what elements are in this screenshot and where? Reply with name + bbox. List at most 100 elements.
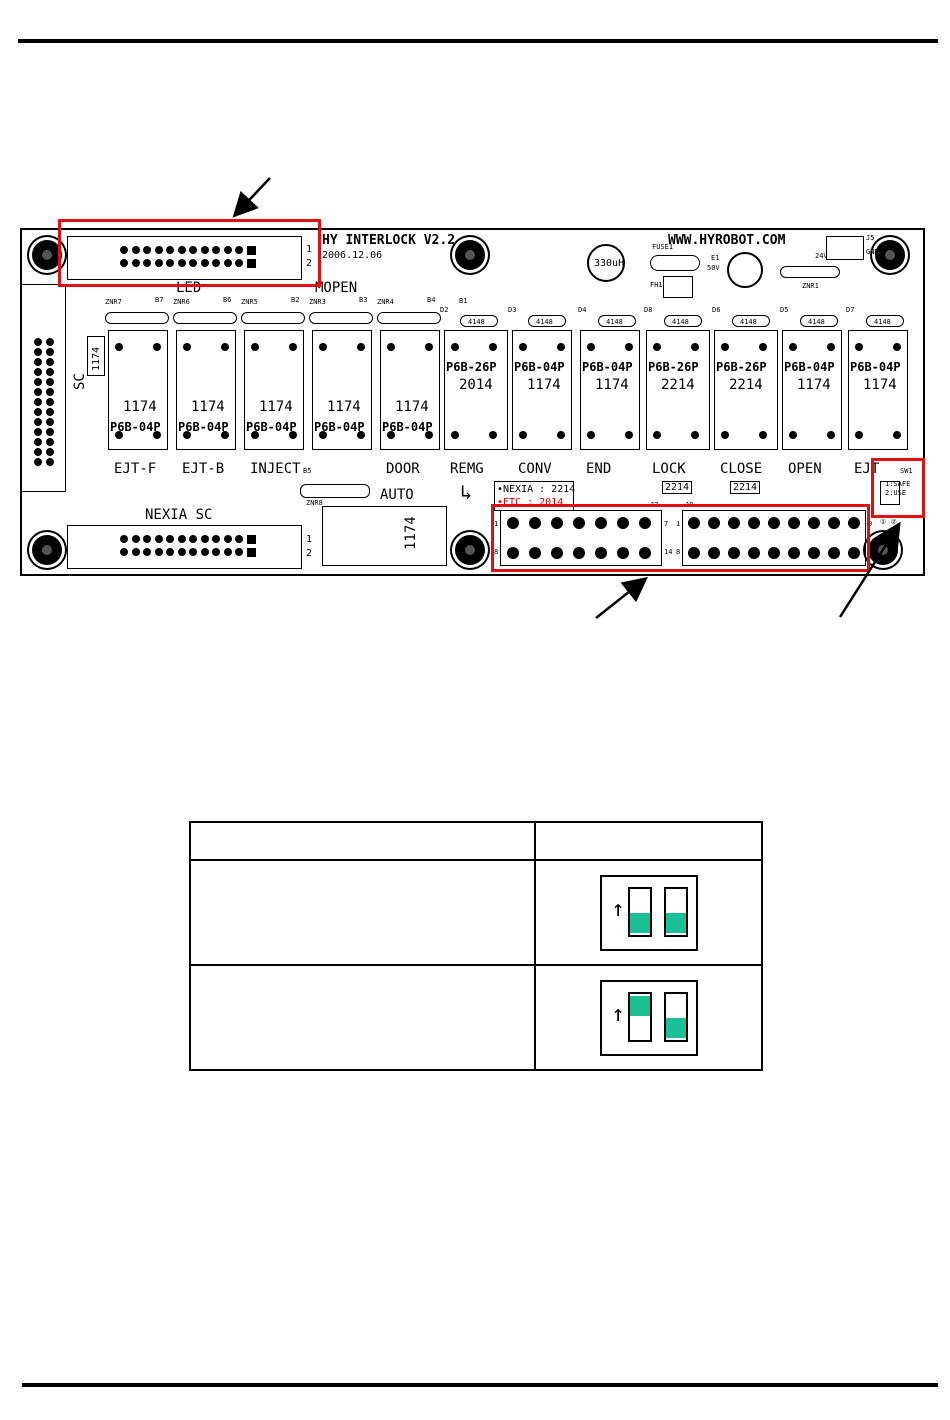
highlight-led-connector (58, 219, 321, 287)
relay-pin (625, 431, 633, 439)
sc-pin (46, 398, 54, 406)
relay-pin (759, 431, 767, 439)
arrow-to-terminal-blocks (595, 576, 648, 619)
terminal-pin (688, 517, 700, 529)
header-pin (120, 246, 128, 254)
table-cell-switch: ↑ (534, 964, 763, 1071)
terminal-pin (848, 517, 860, 529)
header-pin (246, 548, 256, 557)
relay-pin (489, 343, 497, 351)
arrow-up-icon: ↑ (611, 1001, 625, 1027)
diode (732, 315, 770, 327)
cap-label: B7 (155, 296, 164, 304)
header-pin (166, 548, 174, 556)
znr8 (300, 484, 370, 498)
terminal-pin (507, 517, 519, 529)
relay-label: CLOSE (720, 461, 763, 477)
header-pin (189, 246, 197, 254)
fuse-holder (663, 276, 693, 298)
relay-pin (153, 343, 161, 351)
znr1-label: ZNR1 (802, 282, 819, 290)
relay-pin (653, 431, 661, 439)
header-pin (143, 246, 151, 254)
relay-pin (183, 431, 191, 439)
terminal-pin (573, 547, 585, 559)
dip-knob (629, 912, 650, 933)
header-pin (223, 259, 232, 267)
relay-value: 1174 (191, 399, 225, 415)
terminal-pin (529, 547, 541, 559)
diode (598, 315, 636, 327)
relay-pin (691, 431, 699, 439)
sc-pin (34, 338, 42, 346)
header-pin (235, 259, 243, 267)
sc-pin (46, 428, 54, 436)
dip-knob (665, 1017, 686, 1038)
bottom-rule (22, 1383, 938, 1387)
relay-value: 1174 (863, 377, 897, 393)
terminal-pin (639, 517, 651, 529)
zener (309, 312, 373, 324)
diode (528, 315, 566, 327)
zener (173, 312, 237, 324)
relay-pin (893, 431, 901, 439)
sc-pin (46, 438, 54, 446)
relay-pin (153, 431, 161, 439)
sw1-safe: 1:SAFE (885, 480, 911, 488)
terminal-pin (748, 517, 760, 529)
zener-label: ZNR6 (173, 298, 190, 306)
relay-pin (721, 343, 729, 351)
header-pin (246, 535, 256, 544)
diode-value: 4148 (740, 318, 757, 326)
relay-value: 2214 (729, 377, 763, 393)
j2-pin2: 2 (306, 258, 313, 269)
header-pin (131, 259, 140, 267)
arrow-up-icon: ↑ (611, 896, 625, 922)
relay-value: 1174 (123, 399, 157, 415)
header-pin (200, 535, 209, 543)
relay-pin (519, 343, 527, 351)
terminal-pin (595, 517, 607, 529)
dip-knob (629, 995, 650, 1016)
relay-label: OPEN (788, 461, 822, 477)
etc-note: •ETC : 2014 (497, 497, 564, 508)
fuse (650, 255, 700, 271)
terminal-pin (529, 517, 541, 529)
capacitor-label: E1 (711, 254, 720, 262)
dip-slot-1 (627, 886, 652, 937)
relay-socket: P6B-04P (784, 360, 835, 374)
sc-pin (34, 428, 42, 436)
diode-label: D5 (780, 306, 789, 314)
header-pin (131, 548, 140, 556)
header-pin (154, 246, 163, 254)
relay-pin (789, 343, 797, 351)
header-pin (143, 548, 151, 556)
relay-pin (425, 431, 433, 439)
cap-label: B3 (359, 296, 368, 304)
relay-pin (115, 343, 123, 351)
j8-num: 16 (868, 548, 877, 556)
terminal-pin (708, 517, 720, 529)
terminal-pin (788, 547, 800, 559)
j8-num: 1 (676, 520, 681, 528)
diode (460, 315, 498, 327)
zener (105, 312, 169, 324)
relay-pin (357, 431, 365, 439)
relay-socket: P6B-26P (648, 360, 699, 374)
relay-pin (789, 431, 797, 439)
terminal-pin (551, 517, 563, 529)
diode (866, 315, 904, 327)
terminal-pin (617, 547, 629, 559)
cap-label: B1 (459, 297, 468, 305)
relay-label: REMG (450, 461, 484, 477)
sc-pin (46, 418, 54, 426)
mount-hole (32, 240, 62, 270)
terminal-pin (551, 547, 563, 559)
diode-label: D2 (440, 306, 449, 314)
dip-slot-1 (627, 991, 652, 1042)
relay-pin (451, 431, 459, 439)
relay-pin (557, 431, 565, 439)
